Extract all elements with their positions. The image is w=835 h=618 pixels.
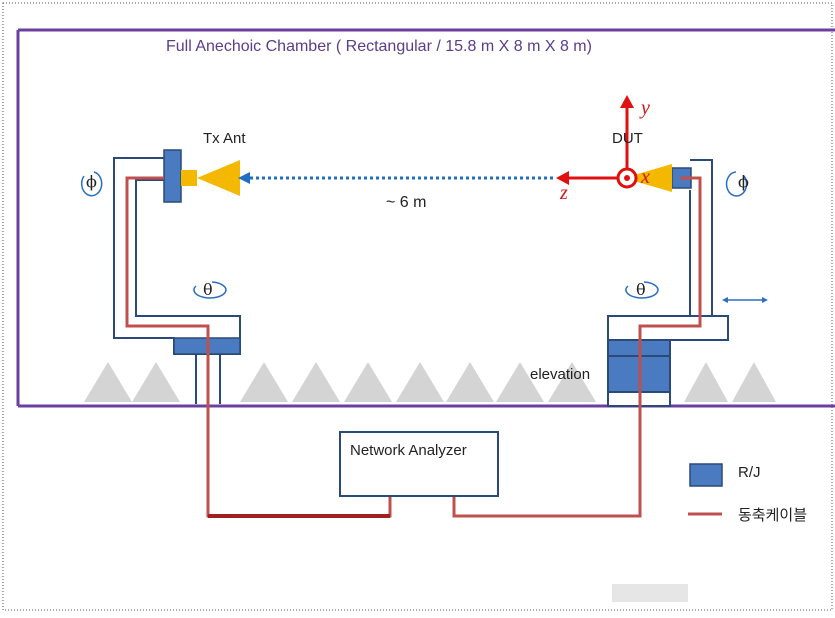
phi-arrow-right	[725, 171, 748, 197]
axis-y-label: y	[641, 97, 650, 119]
dut-antenna	[624, 164, 672, 192]
theta-arrow-right	[625, 281, 659, 299]
arrowhead	[238, 172, 250, 184]
dut-turntable	[607, 315, 729, 341]
elevation-label: elevation	[530, 366, 591, 383]
phi-label-right: ϕ	[738, 172, 749, 191]
theta-label-left: θ	[203, 280, 213, 299]
rotation-arrows	[80, 171, 748, 299]
chamber	[16, 28, 835, 408]
legend-cable-label: 동축케이블	[738, 507, 808, 524]
phi-label-left: ϕ	[86, 172, 97, 191]
absorber	[684, 362, 728, 402]
distance-label: ~ 6 m	[386, 194, 427, 211]
theta-label-right: θ	[636, 280, 646, 299]
axis-z-label: z	[560, 182, 568, 204]
axis-x-label: x	[641, 166, 650, 188]
chamber-title: Full Anechoic Chamber ( Rectangular / 15…	[166, 38, 592, 55]
absorber	[548, 362, 596, 402]
translation-arrow	[722, 297, 768, 303]
decorative-block	[612, 584, 688, 602]
absorber	[84, 362, 132, 402]
legend-rj-swatch	[689, 463, 723, 487]
absorber	[132, 362, 180, 402]
absorber	[446, 362, 494, 402]
absorber	[292, 362, 340, 402]
absorber	[344, 362, 392, 402]
theta-arrow-left	[193, 281, 227, 299]
tx-rj-mount	[163, 149, 182, 203]
coordinate-axes	[556, 95, 638, 189]
absorber	[496, 362, 544, 402]
dut-label: DUT	[612, 130, 643, 147]
absorbers	[84, 362, 776, 402]
absorber	[240, 362, 288, 402]
absorber	[396, 362, 444, 402]
tx-antenna	[181, 160, 240, 196]
phi-arrow-left	[80, 171, 103, 197]
network-analyzer-label: Network Analyzer	[350, 442, 467, 459]
absorber	[732, 362, 776, 402]
network-analyzer-box	[339, 431, 499, 497]
tx-antenna-label: Tx Ant	[203, 130, 246, 147]
legend-rj-label: R/J	[738, 464, 761, 481]
